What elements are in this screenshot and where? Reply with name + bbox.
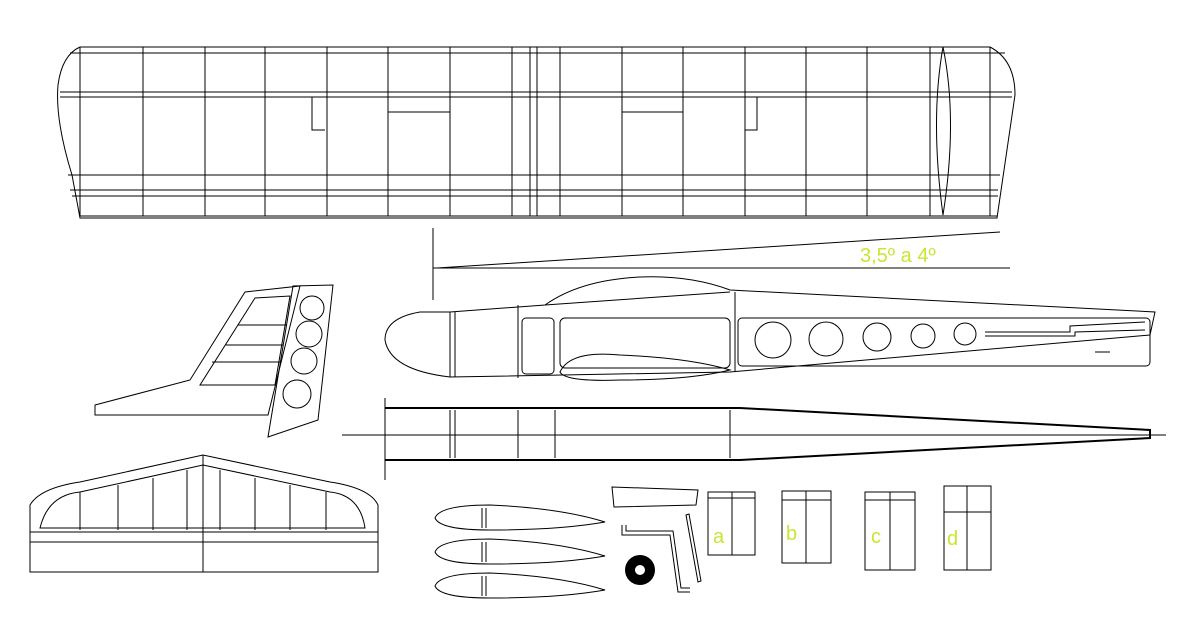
former-label-c: c xyxy=(871,526,881,548)
stabilizer-top-view xyxy=(29,454,379,573)
incidence-angle-label: 3,5º a 4º xyxy=(860,245,936,267)
incidence-angle-diagram xyxy=(432,228,1010,300)
fuselage-side-view xyxy=(384,276,1156,381)
former-label-a: a xyxy=(713,526,725,548)
former-label-b: b xyxy=(786,523,797,545)
fuselage-top-view xyxy=(342,398,1166,480)
small-parts xyxy=(611,486,702,593)
former-label-d: d xyxy=(947,528,958,550)
wing-top-view xyxy=(57,46,1016,219)
wing-ribs-profiles xyxy=(434,504,606,599)
fin-and-rudder xyxy=(94,284,334,438)
fuselage-formers xyxy=(707,485,992,571)
